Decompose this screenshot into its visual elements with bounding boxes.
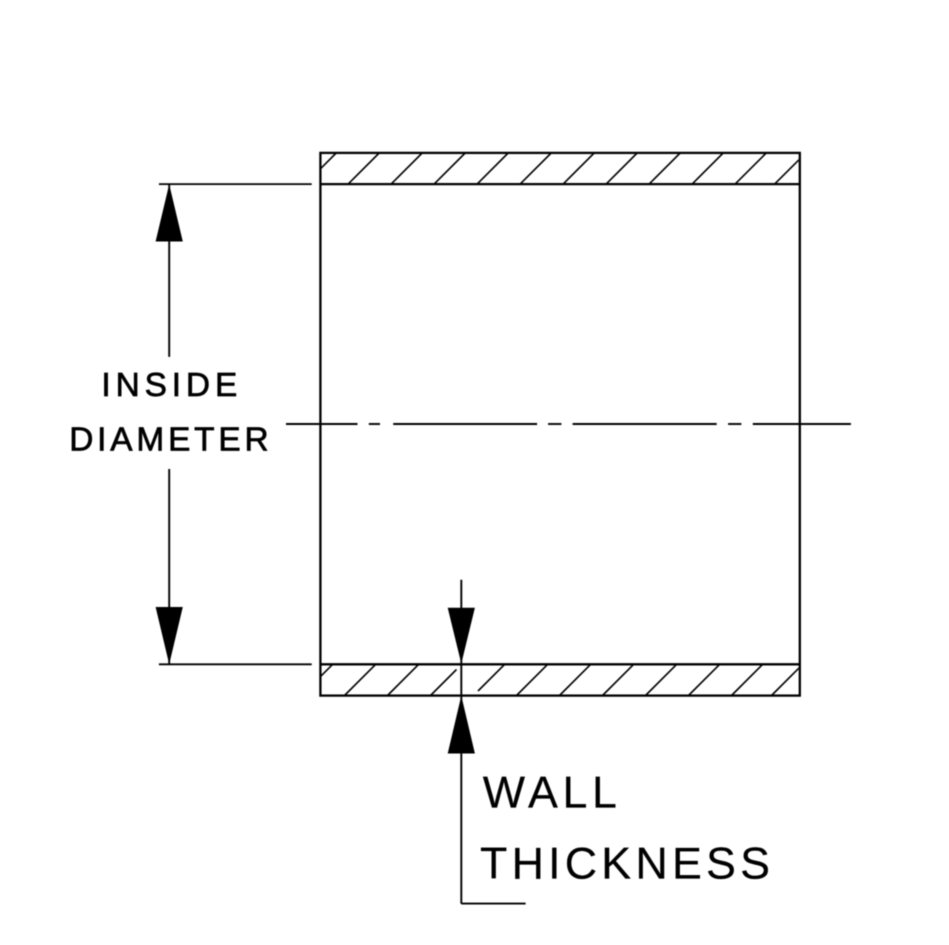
svg-text:WALL: WALL (483, 768, 622, 818)
svg-text:THICKNESS: THICKNESS (480, 839, 774, 889)
svg-text:DIAMETER: DIAMETER (69, 421, 272, 458)
svg-text:INSIDE: INSIDE (101, 367, 242, 404)
